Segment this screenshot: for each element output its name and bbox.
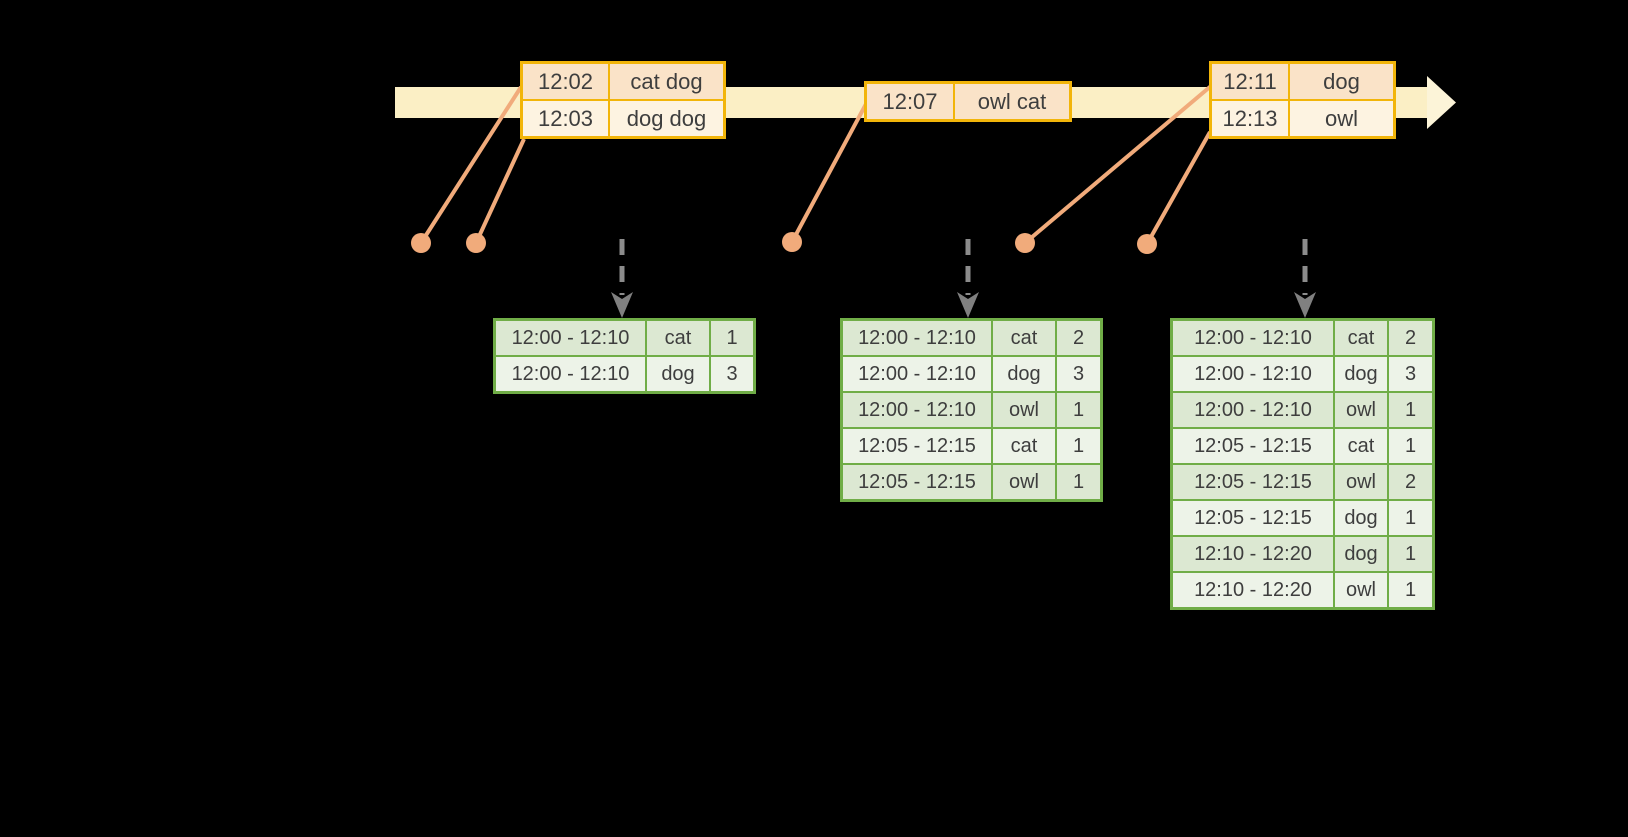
- event-time-cell: 12:13: [1212, 101, 1288, 136]
- result-word-cell: cat: [1335, 429, 1387, 463]
- result-window-cell: 12:10 - 12:20: [1173, 537, 1333, 571]
- trigger-arrowhead-icon: [1294, 292, 1316, 318]
- result-window-cell: 12:05 - 12:15: [1173, 501, 1333, 535]
- result-word-cell: owl: [1335, 465, 1387, 499]
- result-window-cell: 12:00 - 12:10: [496, 321, 645, 355]
- result-word-cell: cat: [993, 321, 1055, 355]
- result-count-cell: 2: [1389, 321, 1432, 355]
- connector-line: [1145, 131, 1212, 245]
- trigger-arrowheads: [611, 292, 1316, 318]
- result-word-cell: dog: [1335, 537, 1387, 571]
- result-window-cell: 12:00 - 12:10: [1173, 321, 1333, 355]
- connector-line: [790, 103, 868, 243]
- event-point-dot: [1137, 234, 1157, 254]
- event-words-cell: owl: [1290, 101, 1393, 136]
- result-count-cell: 1: [1389, 573, 1432, 607]
- event-time-cell: 12:11: [1212, 64, 1288, 99]
- result-word-cell: cat: [993, 429, 1055, 463]
- result-count-cell: 3: [711, 357, 753, 391]
- event-point-dot: [1015, 233, 1035, 253]
- result-word-cell: owl: [993, 393, 1055, 427]
- result-word-cell: cat: [647, 321, 709, 355]
- event-point-dot: [411, 233, 431, 253]
- trigger-arrowhead-icon: [611, 292, 633, 318]
- trigger-arrowhead-icon: [957, 292, 979, 318]
- timeline-arrowhead-icon: [1427, 76, 1456, 129]
- result-count-cell: 1: [1057, 429, 1100, 463]
- result-count-cell: 1: [1057, 393, 1100, 427]
- result-word-cell: owl: [1335, 393, 1387, 427]
- result-window-cell: 12:00 - 12:10: [843, 393, 991, 427]
- event-dots: [411, 232, 1157, 254]
- event-words-cell: dog: [1290, 64, 1393, 99]
- result-count-cell: 1: [1389, 501, 1432, 535]
- result-word-cell: dog: [1335, 501, 1387, 535]
- connector-line: [474, 138, 526, 244]
- result-window-cell: 12:00 - 12:10: [1173, 393, 1333, 427]
- result-window-cell: 12:05 - 12:15: [1173, 465, 1333, 499]
- result-window-cell: 12:00 - 12:10: [496, 357, 645, 391]
- event-point-dot: [782, 232, 802, 252]
- result-count-cell: 1: [1389, 429, 1432, 463]
- result-word-cell: cat: [1335, 321, 1387, 355]
- result-count-cell: 1: [711, 321, 753, 355]
- event-time-cell: 12:03: [523, 101, 608, 136]
- event-words-cell: owl cat: [955, 84, 1069, 119]
- result-word-cell: owl: [1335, 573, 1387, 607]
- result-count-cell: 2: [1389, 465, 1432, 499]
- result-word-cell: dog: [993, 357, 1055, 391]
- result-window-cell: 12:00 - 12:10: [843, 321, 991, 355]
- result-count-cell: 3: [1389, 357, 1432, 391]
- result-word-cell: dog: [647, 357, 709, 391]
- result-count-cell: 1: [1057, 465, 1100, 499]
- event-words-cell: cat dog: [610, 64, 723, 99]
- result-count-cell: 1: [1389, 537, 1432, 571]
- result-window-cell: 12:05 - 12:15: [1173, 429, 1333, 463]
- result-window-cell: 12:05 - 12:15: [843, 465, 991, 499]
- connector-line: [419, 85, 523, 245]
- result-window-cell: 12:05 - 12:15: [843, 429, 991, 463]
- connector-lines: [419, 84, 1213, 245]
- result-window-cell: 12:00 - 12:10: [843, 357, 991, 391]
- result-count-cell: 1: [1389, 393, 1432, 427]
- connector-line: [1023, 84, 1213, 245]
- result-word-cell: owl: [993, 465, 1055, 499]
- event-point-dot: [466, 233, 486, 253]
- result-window-cell: 12:10 - 12:20: [1173, 573, 1333, 607]
- event-time-cell: 12:02: [523, 64, 608, 99]
- result-count-cell: 2: [1057, 321, 1100, 355]
- result-count-cell: 3: [1057, 357, 1100, 391]
- result-word-cell: dog: [1335, 357, 1387, 391]
- event-time-cell: 12:07: [867, 84, 953, 119]
- event-words-cell: dog dog: [610, 101, 723, 136]
- trigger-arrow-lines: [619, 239, 1308, 295]
- result-window-cell: 12:00 - 12:10: [1173, 357, 1333, 391]
